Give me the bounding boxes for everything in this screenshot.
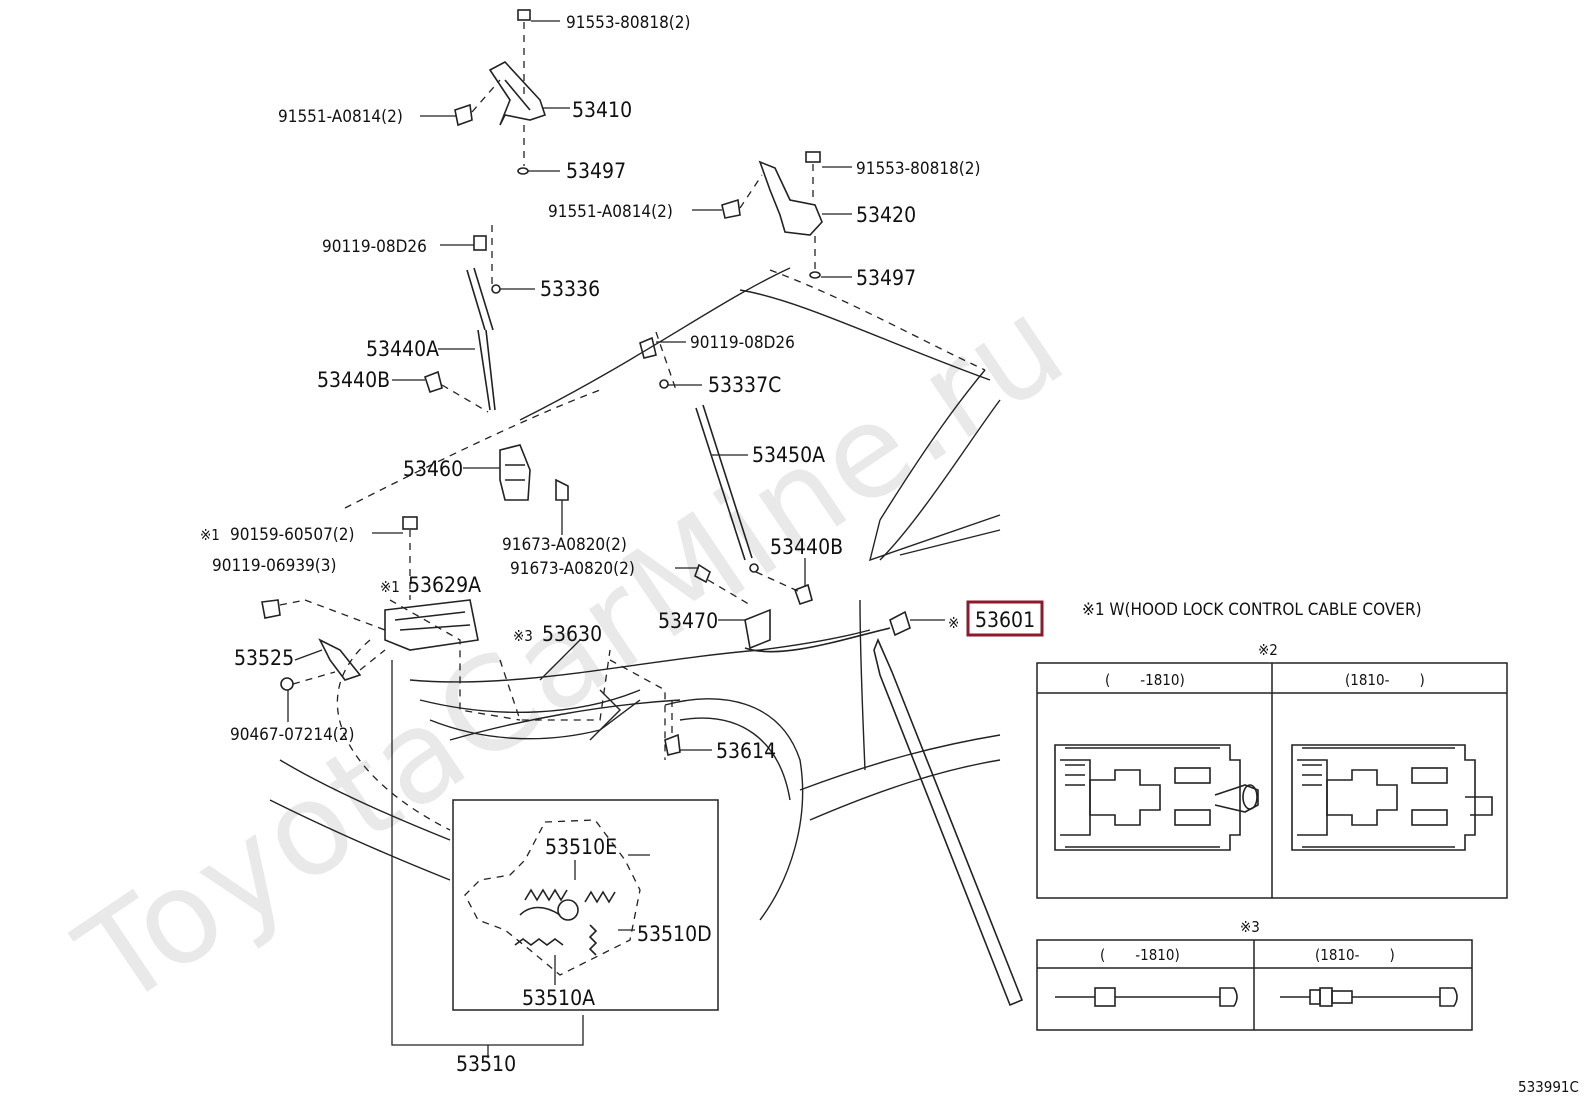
- ref3-col1-header: ( -1810): [1100, 946, 1180, 964]
- hood-hinge-right: [721, 151, 823, 279]
- label-90159-mark: ※1: [200, 526, 220, 544]
- reference-table-2: ※2 ( -1810) (1810- ): [1036, 641, 1508, 899]
- part-labels: 91553-80818(2) 91551-A0814(2) 53410 5349…: [200, 13, 1044, 1076]
- label-53336[interactable]: 53336: [540, 277, 600, 301]
- label-53629a-mark: ※1: [380, 578, 400, 596]
- label-53420[interactable]: 53420: [856, 203, 916, 227]
- label-53630-mark: ※3: [513, 627, 533, 645]
- label-53510[interactable]: 53510: [456, 1052, 516, 1076]
- label-53460[interactable]: 53460: [403, 457, 463, 481]
- ref2-col2-header: (1810- ): [1345, 671, 1425, 689]
- hood-support-left: [423, 225, 501, 413]
- label-53440a[interactable]: 53440A: [366, 337, 439, 361]
- label-91673-lower[interactable]: 91673-A0820(2): [510, 559, 635, 579]
- hood-lock-detail: [452, 799, 719, 1011]
- label-90119-right[interactable]: 90119-08D26: [690, 333, 795, 353]
- hood-lock-striker: [499, 444, 569, 535]
- label-53510a[interactable]: 53510A: [522, 986, 595, 1010]
- label-53629a[interactable]: 53629A: [408, 573, 481, 597]
- hood-support-right: [639, 331, 813, 606]
- label-53601-mark: ※: [948, 614, 959, 632]
- label-53410[interactable]: 53410: [572, 98, 632, 122]
- hood-lock-release-lever: [280, 638, 386, 691]
- label-90159[interactable]: 90159-60507(2): [230, 525, 354, 545]
- label-91553-right[interactable]: 91553-80818(2): [856, 159, 980, 179]
- highlight-53601: [966, 600, 1044, 637]
- note-hood-lock-cable-cover: ※1 W(HOOD LOCK CONTROL CABLE COVER): [1082, 600, 1422, 620]
- diagram-code: 533991C: [1518, 1078, 1579, 1096]
- ref3-title: ※3: [1240, 918, 1260, 936]
- label-53440b-right[interactable]: 53440B: [770, 535, 843, 559]
- ref3-col2-header: (1810- ): [1315, 946, 1395, 964]
- label-90119-left[interactable]: 90119-08D26: [322, 237, 427, 257]
- label-53510e[interactable]: 53510E: [545, 835, 617, 859]
- ref2-title: ※2: [1258, 641, 1278, 659]
- label-53337c[interactable]: 53337C: [708, 373, 781, 397]
- watermark: ToyotaCarMine.ru: [53, 269, 1091, 1036]
- label-53510d[interactable]: 53510D: [637, 922, 712, 946]
- label-91551-right[interactable]: 91551-A0814(2): [548, 202, 673, 222]
- hood-lock-assembly: [261, 516, 479, 651]
- label-53470[interactable]: 53470: [658, 609, 718, 633]
- label-91553-top[interactable]: 91553-80818(2): [566, 13, 690, 33]
- cable-pointer-arrow: [873, 637, 1024, 1007]
- label-53525[interactable]: 53525: [234, 646, 294, 670]
- label-91551-top[interactable]: 91551-A0814(2): [278, 107, 403, 127]
- vehicle-body-outline: [269, 267, 1001, 921]
- ref2-col1-header: ( -1810): [1105, 671, 1185, 689]
- label-90467[interactable]: 90467-07214(2): [230, 725, 354, 745]
- label-53497-top[interactable]: 53497: [566, 159, 626, 183]
- hood-hinge-left: [454, 9, 547, 175]
- label-53440b-left[interactable]: 53440B: [317, 368, 390, 392]
- label-53614[interactable]: 53614: [716, 739, 776, 763]
- assembly-bracket-53510: [391, 660, 584, 1058]
- label-53450a[interactable]: 53450A: [752, 443, 825, 467]
- label-53601[interactable]: 53601: [975, 608, 1035, 632]
- label-53497-right[interactable]: 53497: [856, 266, 916, 290]
- leader-lines: [287, 20, 945, 751]
- label-90119-06939[interactable]: 90119-06939(3): [212, 556, 336, 576]
- hood-lock-cable: [664, 563, 911, 756]
- reference-table-3: ※3 ( -1810) (1810- ): [1036, 918, 1473, 1031]
- label-53630[interactable]: 53630: [542, 622, 602, 646]
- label-91673-upper[interactable]: 91673-A0820(2): [502, 535, 627, 555]
